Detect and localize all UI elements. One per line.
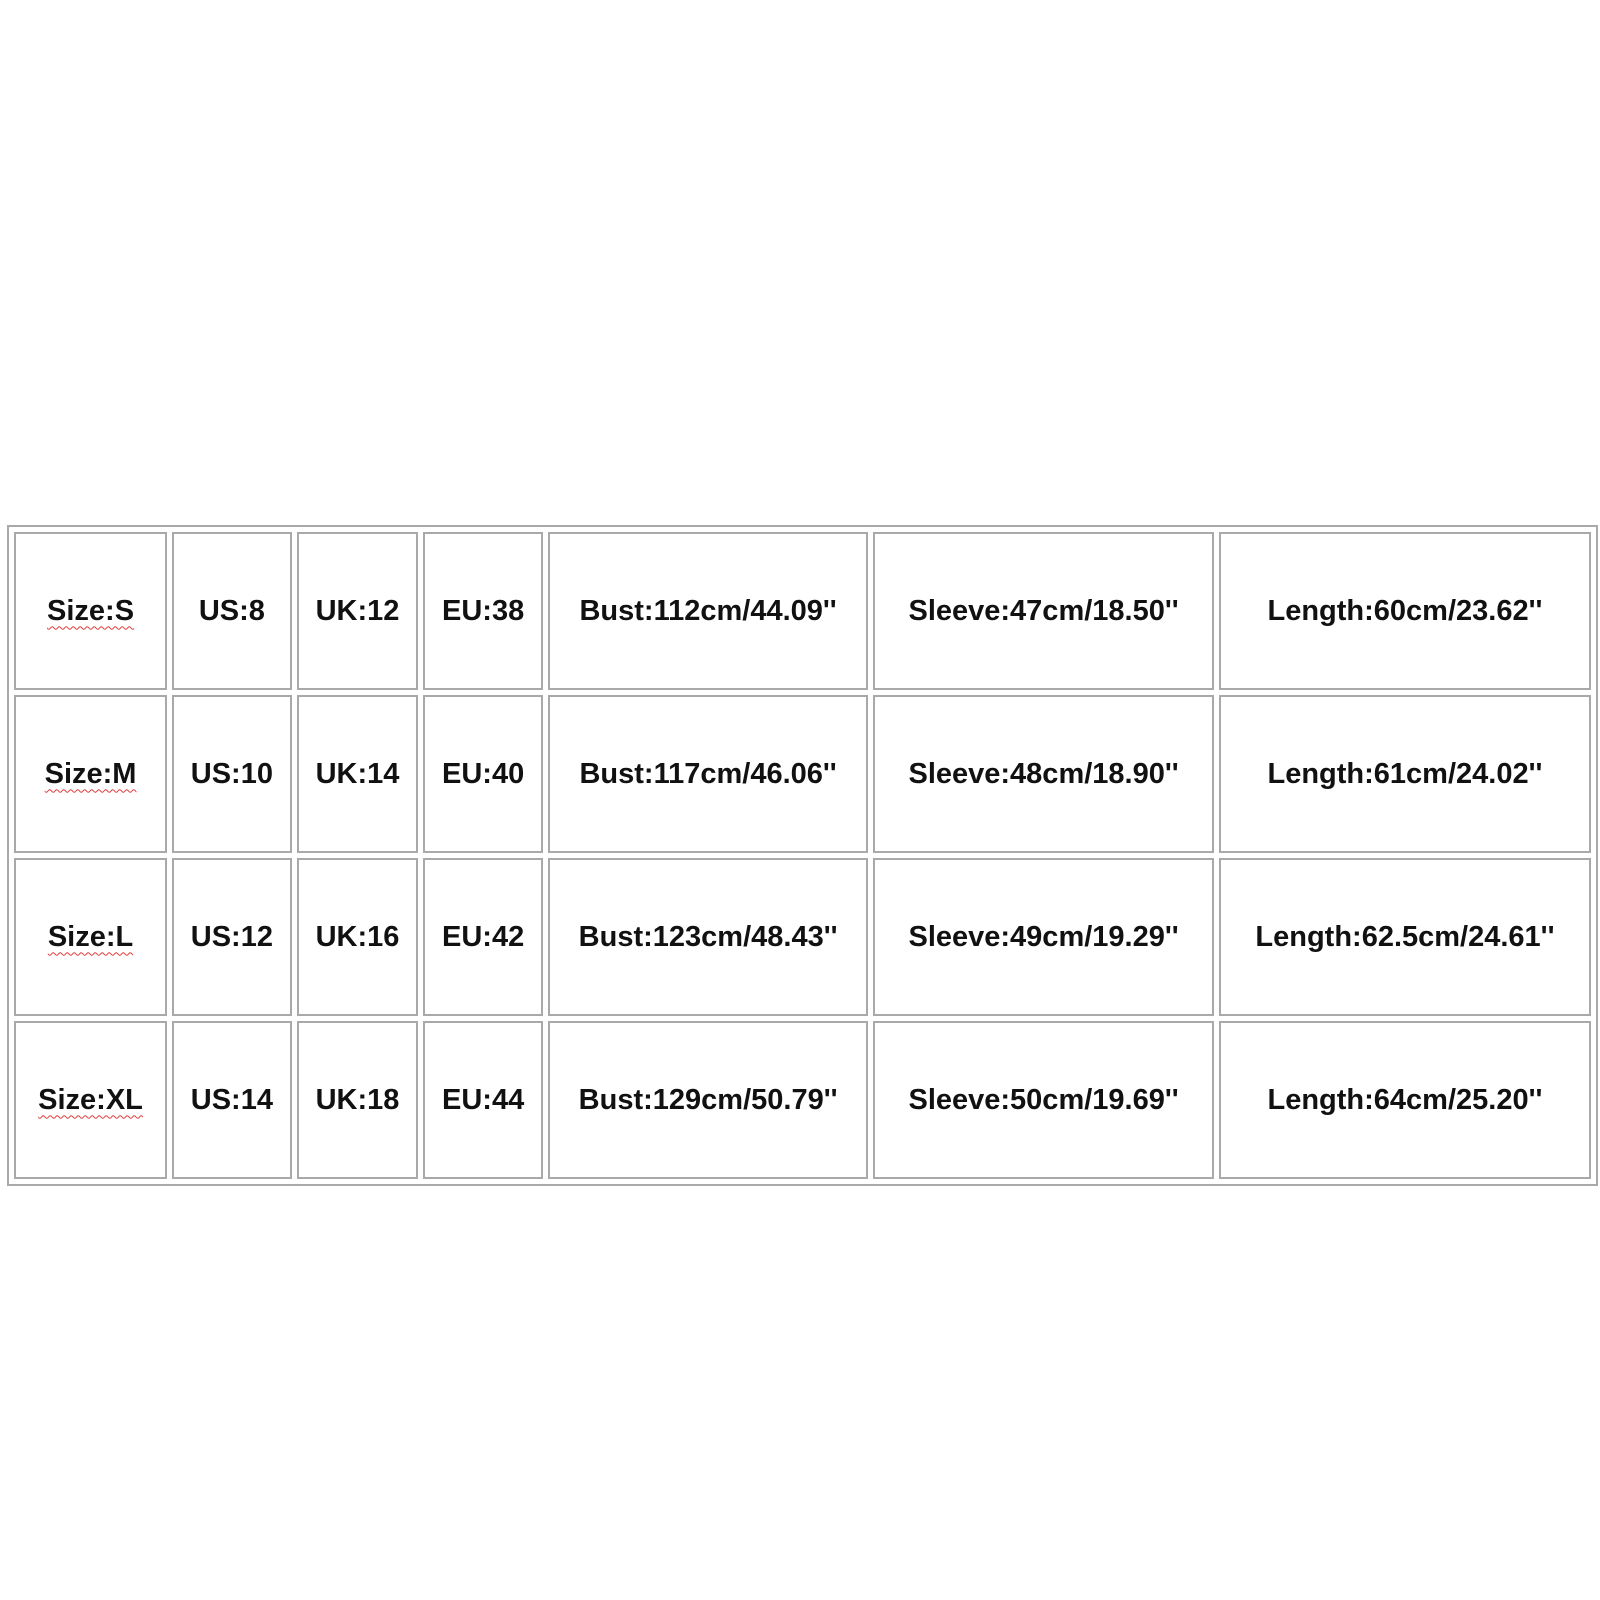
- table-row-size-m: Size:M US:10 UK:14 EU:40 Bust:117cm/46.0…: [14, 695, 1591, 853]
- eu-size-cell: EU:38: [423, 532, 543, 690]
- sleeve-cell: Sleeve:49cm/19.29'': [873, 858, 1214, 1016]
- uk-size-cell: UK:16: [296, 858, 419, 1016]
- size-cell: Size:XL: [14, 1021, 168, 1179]
- uk-size-cell: UK:18: [296, 1021, 419, 1179]
- length-cell: Length:64cm/25.20'': [1218, 1021, 1591, 1179]
- table-row-size-xl: Size:XL US:14 UK:18 EU:44 Bust:129cm/50.…: [14, 1021, 1591, 1179]
- sleeve-cell: Sleeve:50cm/19.69'': [873, 1021, 1214, 1179]
- size-label: Size:L: [47, 920, 134, 953]
- bust-cell: Bust:117cm/46.06'': [547, 695, 869, 853]
- sleeve-cell: Sleeve:48cm/18.90'': [873, 695, 1214, 853]
- us-size-cell: US:12: [172, 858, 292, 1016]
- us-size-cell: US:10: [172, 695, 292, 853]
- eu-size-cell: EU:42: [423, 858, 543, 1016]
- uk-size-cell: UK:14: [296, 695, 419, 853]
- length-cell: Length:61cm/24.02'': [1218, 695, 1591, 853]
- sleeve-cell: Sleeve:47cm/18.50'': [873, 532, 1214, 690]
- bust-cell: Bust:123cm/48.43'': [547, 858, 869, 1016]
- length-cell: Length:60cm/23.62'': [1218, 532, 1591, 690]
- size-label: Size:S: [47, 594, 135, 627]
- length-cell: Length:62.5cm/24.61'': [1218, 858, 1591, 1016]
- us-size-cell: US:14: [172, 1021, 292, 1179]
- table-row-size-s: Size:S US:8 UK:12 EU:38 Bust:112cm/44.09…: [14, 532, 1591, 690]
- size-chart-table: Size:S US:8 UK:12 EU:38 Bust:112cm/44.09…: [7, 525, 1598, 1186]
- size-label: Size:XL: [38, 1083, 143, 1116]
- bust-cell: Bust:129cm/50.79'': [547, 1021, 869, 1179]
- table-row-size-l: Size:L US:12 UK:16 EU:42 Bust:123cm/48.4…: [14, 858, 1591, 1016]
- size-label: Size:M: [44, 757, 137, 790]
- size-cell: Size:M: [14, 695, 168, 853]
- size-cell: Size:S: [14, 532, 168, 690]
- us-size-cell: US:8: [172, 532, 292, 690]
- uk-size-cell: UK:12: [296, 532, 419, 690]
- eu-size-cell: EU:40: [423, 695, 543, 853]
- size-cell: Size:L: [14, 858, 168, 1016]
- eu-size-cell: EU:44: [423, 1021, 543, 1179]
- bust-cell: Bust:112cm/44.09'': [547, 532, 869, 690]
